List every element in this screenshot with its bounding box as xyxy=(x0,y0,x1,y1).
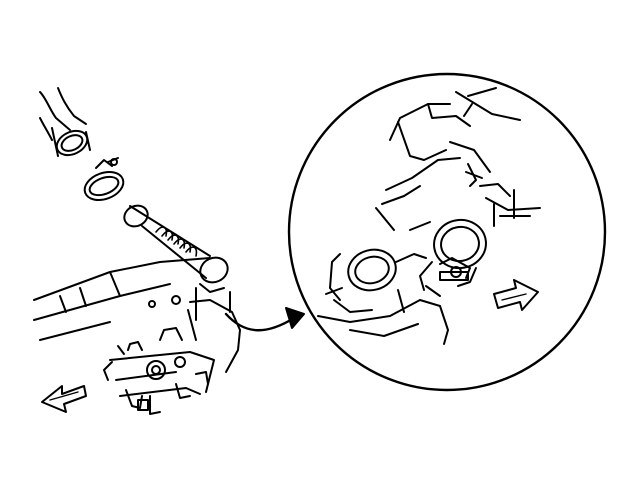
right-direction-arrow-icon xyxy=(493,279,539,311)
flexible-hose xyxy=(123,204,229,293)
engine-block xyxy=(33,257,241,373)
inset-lower-body xyxy=(317,289,449,345)
hose-clamp xyxy=(83,157,125,202)
inset-clamp-bolt xyxy=(425,257,471,297)
hose-corrugations xyxy=(155,226,198,257)
upper-pipe-elbow xyxy=(39,87,91,157)
inset-pipe-flange-right xyxy=(419,218,487,291)
inset-engine-housing xyxy=(375,87,541,231)
left-direction-arrow-icon xyxy=(41,385,87,413)
detail-pointer-arrow xyxy=(224,307,305,332)
detail-inset-circle xyxy=(287,72,607,392)
manifold-assembly xyxy=(103,327,215,415)
inset-pipe-flange-left xyxy=(325,248,427,313)
